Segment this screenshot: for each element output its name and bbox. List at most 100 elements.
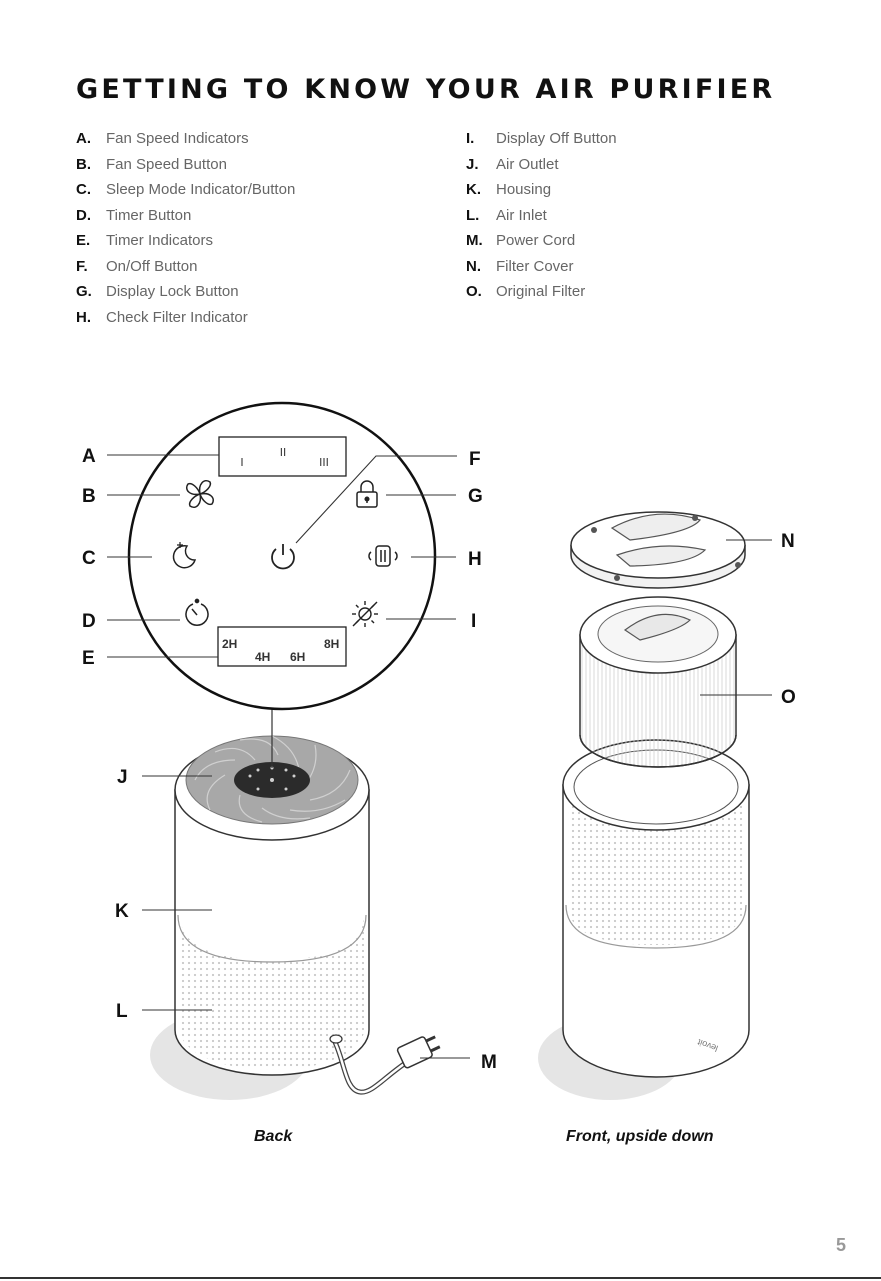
part-key: B. bbox=[76, 155, 91, 173]
filter-handle bbox=[623, 613, 692, 641]
power-plug bbox=[396, 1035, 441, 1069]
callout-l: L bbox=[116, 1001, 128, 1022]
part-item: O. Original Filter bbox=[466, 282, 617, 308]
timer-2h: 2H bbox=[222, 637, 237, 651]
cover-handle bbox=[610, 513, 701, 541]
part-item: G. Display Lock Button bbox=[76, 282, 295, 308]
power-cord bbox=[332, 1039, 411, 1094]
callout-m: M bbox=[481, 1052, 497, 1073]
part-label: Check Filter Indicator bbox=[106, 308, 248, 326]
power-icon[interactable] bbox=[271, 544, 295, 570]
part-item: B. Fan Speed Button bbox=[76, 155, 295, 181]
parts-list-left: A. Fan Speed Indicators B. Fan Speed Butto… bbox=[76, 129, 295, 333]
part-label: Timer Button bbox=[106, 206, 192, 224]
bottom-rule bbox=[0, 1277, 881, 1279]
outlet-swirl bbox=[194, 735, 351, 823]
timer-4h: 4H bbox=[255, 650, 270, 664]
part-label: Air Inlet bbox=[496, 206, 547, 224]
timer-icon[interactable] bbox=[185, 598, 209, 626]
purifier-back bbox=[150, 735, 441, 1100]
caption-front: Front, upside down bbox=[566, 1128, 714, 1145]
callout-e: E bbox=[82, 648, 95, 669]
callout-k: K bbox=[115, 901, 129, 922]
part-key: L. bbox=[466, 206, 480, 224]
part-key: D. bbox=[76, 206, 91, 224]
fan-speed-indicator-box bbox=[218, 436, 347, 477]
part-label: Display Off Button bbox=[496, 130, 617, 147]
callout-i: I bbox=[471, 611, 476, 632]
control-panel-mini-dots bbox=[248, 766, 296, 791]
part-key: H. bbox=[76, 308, 91, 326]
part-item: M.Power Cord bbox=[466, 231, 617, 257]
callout-c: C bbox=[82, 548, 96, 569]
callout-a: A bbox=[82, 446, 96, 467]
part-item: D. Timer Button bbox=[76, 206, 295, 232]
part-item: A. Fan Speed Indicators bbox=[76, 129, 295, 155]
page-number: 5 bbox=[836, 1235, 847, 1255]
air-inlet-mesh bbox=[180, 915, 364, 1070]
parts-list-right: I. Display Off Button J. Air Outlet K. Hous… bbox=[466, 129, 617, 308]
leader-lines bbox=[107, 454, 772, 1059]
part-item: K. Housing bbox=[466, 180, 617, 206]
part-label: Timer Indicators bbox=[106, 232, 213, 249]
air-inlet-mesh bbox=[568, 795, 744, 945]
fan-speed-3: III bbox=[319, 456, 329, 469]
part-label: Air Outlet bbox=[496, 155, 559, 173]
part-key: O. bbox=[466, 283, 482, 300]
page-title: GETTING TO KNOW YOUR AIR PURIFIER bbox=[76, 74, 776, 105]
part-key: C. bbox=[76, 181, 91, 198]
control-panel-zoom: I II III bbox=[127, 401, 437, 768]
callout-o: O bbox=[781, 687, 796, 708]
callout-g: G bbox=[468, 486, 483, 507]
callout-j: J bbox=[117, 767, 128, 788]
part-item: I. Display Off Button bbox=[466, 129, 617, 155]
part-key: E. bbox=[76, 232, 91, 249]
moon-sleep-icon[interactable] bbox=[172, 542, 197, 569]
display-off-icon[interactable] bbox=[352, 601, 378, 627]
part-item: N. Filter Cover bbox=[466, 257, 617, 283]
timer-6h: 6H bbox=[290, 650, 305, 664]
part-key: K. bbox=[466, 181, 481, 198]
part-label: Filter Cover bbox=[496, 257, 574, 275]
part-item: F.On/Off Button bbox=[76, 257, 295, 283]
callout-d: D bbox=[82, 611, 96, 632]
part-label: Original Filter bbox=[496, 283, 586, 300]
part-label: On/Off Button bbox=[106, 257, 198, 275]
callout-n: N bbox=[781, 531, 795, 552]
housing-seam bbox=[565, 904, 747, 949]
part-label: Sleep Mode Indicator/Button bbox=[106, 181, 296, 198]
fan-speed-1: I bbox=[240, 456, 243, 469]
zoom-circle bbox=[127, 401, 437, 711]
callout-b: B bbox=[82, 486, 96, 507]
timer-indicator-box bbox=[217, 626, 347, 667]
part-key: J. bbox=[466, 155, 479, 173]
cord-grommet bbox=[329, 1034, 343, 1044]
leader-f bbox=[295, 455, 457, 544]
part-item: L. Air Inlet bbox=[466, 206, 617, 232]
part-label: Housing bbox=[496, 181, 552, 198]
part-item: J. Air Outlet bbox=[466, 155, 617, 181]
cover-screws bbox=[591, 515, 741, 581]
timer-8h: 8H bbox=[324, 637, 339, 651]
callout-f: F bbox=[469, 449, 481, 470]
caption-back: Back bbox=[254, 1128, 293, 1145]
part-label: Power Cord bbox=[496, 232, 576, 249]
part-key: A. bbox=[76, 130, 91, 147]
fan-icon[interactable] bbox=[186, 480, 214, 508]
filter-icon bbox=[368, 545, 398, 567]
fan-speed-2: II bbox=[280, 446, 287, 459]
part-key: N. bbox=[466, 257, 481, 275]
purifier-front: levoit bbox=[538, 511, 750, 1100]
housing-seam bbox=[177, 914, 367, 963]
part-item: C. Sleep Mode Indicator/Button bbox=[76, 180, 295, 206]
part-item: E. Timer Indicators bbox=[76, 231, 295, 257]
part-label: Fan Speed Indicators bbox=[106, 130, 249, 147]
part-item: H. Check Filter Indicator bbox=[76, 308, 295, 334]
lock-icon[interactable] bbox=[356, 480, 378, 508]
part-label: Fan Speed Button bbox=[106, 155, 227, 173]
callout-h: H bbox=[468, 549, 482, 570]
part-label: Display Lock Button bbox=[106, 283, 239, 300]
part-key: I. bbox=[466, 130, 475, 147]
part-key: G. bbox=[76, 283, 92, 300]
